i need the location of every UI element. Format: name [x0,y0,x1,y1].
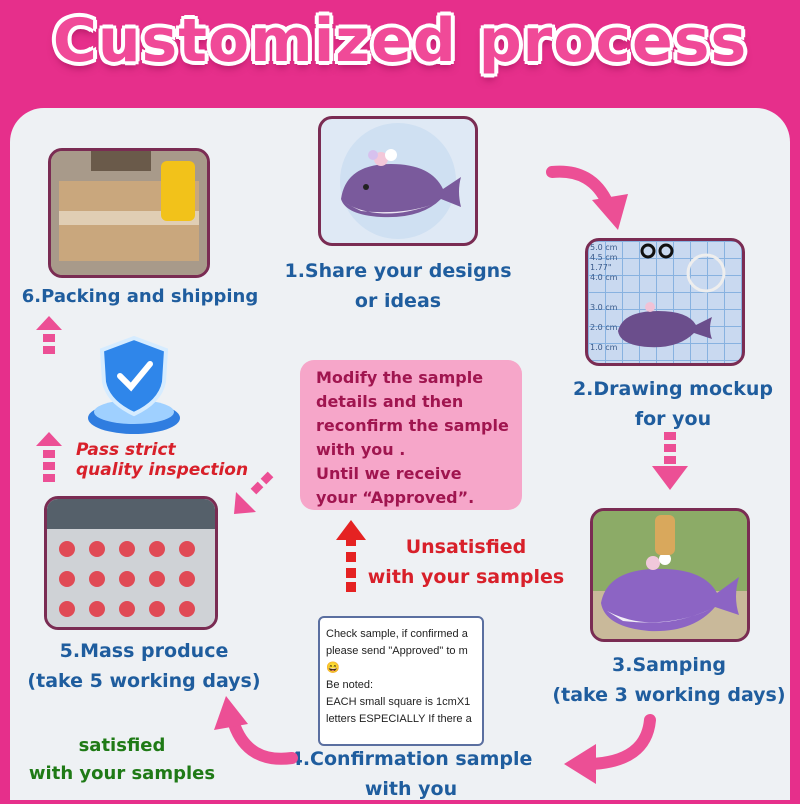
ruler-mark: 4.0 cm [590,273,618,282]
diagonal-arrow-icon [234,471,274,514]
modify-line: Modify the sample [316,368,484,387]
modify-line: Until we receive [316,464,462,483]
ruler-mark: 5.0 cm [590,243,618,252]
ruler-mark: 1.77" [590,263,612,272]
step-4-label: 4.Confirmation sample with you [276,744,546,804]
mockup-ruler: 5.0 cm 4.5 cm 1.77" 4.0 cm 3.0 cm 2.0 cm… [590,243,617,353]
modify-line: details and then [316,392,464,411]
shield-icon [88,335,180,434]
confirmation-chat: Check sample, if confirmed a please send… [318,616,484,746]
chat-line: Be noted: [326,679,374,691]
factory-photo [47,499,215,627]
ruler-mark: 2.0 cm [590,323,618,332]
chat-line: EACH small square is 1cmX1 [326,696,471,708]
up-arrow-icon [36,432,62,482]
curved-arrow-icon [214,696,298,765]
down-arrow-icon [652,432,688,490]
step-5-title: 5.Mass produce [59,640,229,662]
step-1-title: 1.Share your designs [284,260,512,282]
quality-line: Pass strict [76,440,176,460]
step-2-label: 2.Drawing mockup for you [548,374,798,434]
packing-image [48,148,210,278]
step-3-title: 3.Samping [612,654,726,676]
sample-image [590,508,750,642]
step-1-subtitle: or ideas [354,290,442,312]
step-6-label: 6.Packing and shipping [21,286,259,307]
modify-line: reconfirm the sample [316,416,509,435]
packing-photo [51,151,207,275]
red-up-arrow-icon [336,520,366,592]
quality-label: Pass strict quality inspection [76,440,276,480]
keychain-mockup [618,243,726,348]
satisfied-line: satisfied [78,735,166,756]
step-4-title: 4.Confirmation sample [289,748,533,770]
ruler-mark: 4.5 cm [590,253,618,262]
sample-photo [593,511,747,639]
page-title: Customized process [52,6,748,76]
step-2-title: 2.Drawing mockup [572,378,774,400]
ruler-mark: 1.0 cm [590,343,618,352]
quality-shield-image [80,330,188,440]
whale-illustration [340,123,461,239]
step-4-subtitle: with you [364,778,458,800]
mockup-image: 5.0 cm 4.5 cm 1.77" 4.0 cm 3.0 cm 2.0 cm… [585,238,745,366]
chat-line: Check sample, if confirmed a [326,628,468,640]
step-3-subtitle: (take 3 working days) [552,684,786,706]
modify-line: with you . [316,440,406,459]
step-5-label: 5.Mass produce (take 5 working days) [4,636,284,696]
ruler-mark: 3.0 cm [590,303,618,312]
satisfied-label: satisfied with your samples [6,732,238,788]
satisfied-line: with your samples [28,763,216,784]
design-image [318,116,478,246]
unsatisfied-line: Unsatisfied [405,536,527,558]
chat-line: please send "Approved" to m [326,645,468,657]
step-2-subtitle: for you [634,408,712,430]
curved-arrow-icon [546,165,628,230]
mass-produce-image [44,496,218,630]
chat-emoji: 😄 [326,662,340,674]
modify-line: your “Approved”. [316,488,475,507]
unsatisfied-line: with your samples [367,566,565,588]
step-5-subtitle: (take 5 working days) [27,670,261,692]
chat-line: letters ESPECIALLY If there a [326,713,472,725]
unsatisfied-label: Unsatisfied with your samples [360,532,572,592]
quality-line: quality inspection [76,460,249,480]
step-3-label: 3.Samping (take 3 working days) [540,650,798,710]
modify-sample-box: Modify the sample details and then recon… [300,360,522,510]
step-1-label: 1.Share your designs or ideas [270,256,526,316]
curved-arrow-icon [564,714,656,784]
up-arrow-icon [36,316,62,354]
